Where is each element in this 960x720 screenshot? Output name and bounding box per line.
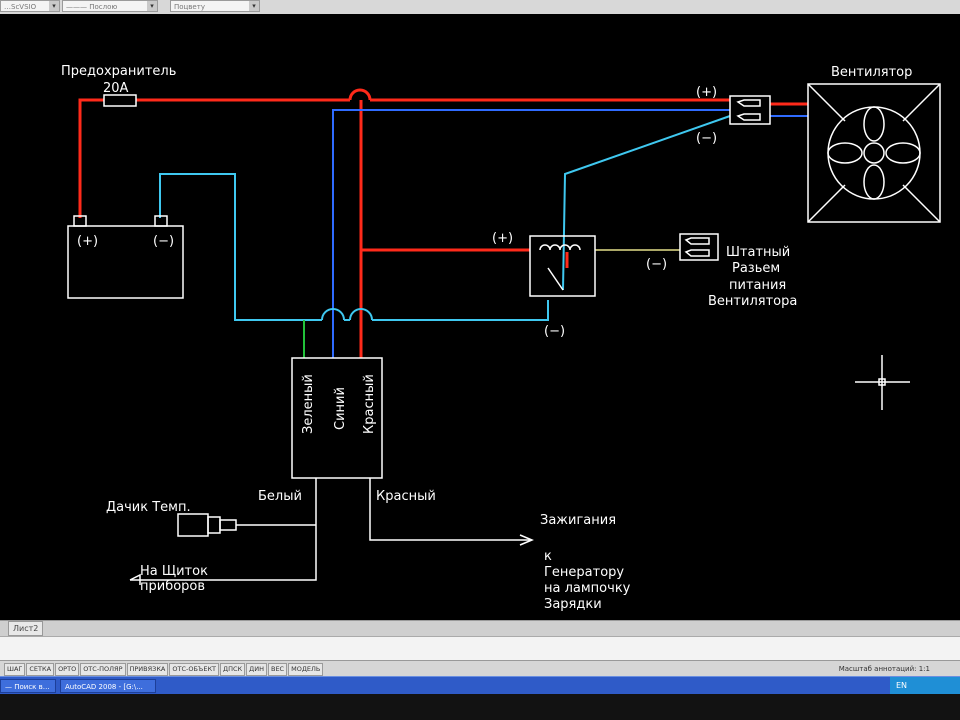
- module-wire-green-label: Зеленый: [301, 374, 316, 434]
- dashboard-label-2: приборов: [140, 579, 205, 594]
- fuse-rating: 20A: [103, 81, 129, 96]
- tab-layout2[interactable]: Лист2: [8, 621, 44, 636]
- color-dropdown-value: …ScVSIO: [4, 3, 37, 11]
- command-line[interactable]: [0, 636, 960, 661]
- generator-label-4: Зарядки: [544, 597, 602, 612]
- taskbar: — Поиск в… AutoCAD 2008 - [G:\... EN: [0, 676, 960, 695]
- system-tray-language[interactable]: EN: [890, 677, 960, 695]
- linetype-dropdown-value: ——— Послою: [66, 3, 118, 11]
- lineweight-dropdown-value: Поцвету: [174, 3, 205, 11]
- relay-ground-label: (−): [544, 324, 565, 339]
- generator-label-3: на лампочку: [544, 581, 631, 596]
- generator-label-2: Генератору: [544, 565, 624, 580]
- color-dropdown[interactable]: …ScVSIO ▾: [0, 0, 60, 12]
- stock-connector: [679, 233, 719, 261]
- dashboard-label-1: На Щиток: [140, 564, 208, 579]
- ignition-label: Зажигания: [540, 513, 616, 528]
- relay-minus-label: (−): [646, 257, 667, 272]
- wiring-diagram: Предохранитель 20A Вентилятор (+) (−) (+…: [61, 64, 941, 612]
- dyn-toggle[interactable]: ДИН: [246, 663, 267, 676]
- stock-connector-label-3: питания: [729, 278, 786, 293]
- module-wire-blue-label: Синий: [333, 387, 348, 430]
- drawing-canvas[interactable]: Предохранитель 20A Вентилятор (+) (−) (+…: [0, 14, 960, 620]
- status-bar: ШАГ СЕТКА ОРТО ОТС-ПОЛЯР ПРИВЯЗКА ОТС-ОБ…: [0, 660, 960, 677]
- blue-wires: [332, 109, 808, 358]
- relay-symbol: [529, 235, 596, 297]
- fan-connector: [729, 95, 771, 125]
- cyan-wires: [159, 115, 731, 321]
- fan-symbol: [807, 83, 941, 223]
- battery-plus-label: (+): [77, 234, 98, 249]
- model-toggle[interactable]: МОДЕЛЬ: [288, 663, 324, 676]
- lineweight-dropdown[interactable]: Поцвету ▾: [170, 0, 260, 12]
- layout-tabs: Лист2: [0, 620, 960, 637]
- grid-toggle[interactable]: СЕТКА: [26, 663, 55, 676]
- temp-sensor-label: Дачик Темп.: [106, 500, 191, 515]
- module-wire-red-label: Красный: [362, 374, 377, 434]
- stock-connector-label-4: Вентилятора: [708, 294, 797, 309]
- generator-label-1: к: [544, 549, 552, 564]
- taskbar-item-autocad[interactable]: AutoCAD 2008 - [G:\...: [60, 679, 156, 693]
- osnap-toggle[interactable]: ПРИВЯЗКА: [126, 663, 169, 676]
- chevron-down-icon[interactable]: ▾: [49, 1, 59, 11]
- properties-toolbar: …ScVSIO ▾ ——— Послою ▾ Поцвету ▾: [0, 0, 960, 15]
- fuse-label: Предохранитель: [61, 64, 176, 79]
- ortho-toggle[interactable]: ОРТО: [55, 663, 80, 676]
- linetype-dropdown[interactable]: ——— Послою ▾: [62, 0, 158, 12]
- ducs-toggle[interactable]: ДПСК: [220, 663, 246, 676]
- battery-minus-label: (−): [153, 234, 174, 249]
- chevron-down-icon[interactable]: ▾: [249, 1, 259, 11]
- connector-plus-label: (+): [696, 85, 717, 100]
- taskbar-item-search[interactable]: — Поиск в…: [0, 679, 56, 693]
- stock-connector-label-1: Штатный: [726, 245, 790, 260]
- relay-plus-label: (+): [492, 231, 513, 246]
- fuse-symbol: [103, 94, 137, 107]
- temperature-sensor: [177, 513, 237, 537]
- stock-connector-label-2: Разьем: [732, 261, 780, 276]
- fan-label: Вентилятор: [831, 65, 912, 80]
- red-output-label: Красный: [376, 489, 436, 504]
- output-wires: [129, 478, 534, 585]
- polar-toggle[interactable]: ОТС-ПОЛЯР: [80, 663, 126, 676]
- otrack-toggle[interactable]: ОТС-ОБЪЕКТ: [169, 663, 220, 676]
- lwt-toggle[interactable]: ВЕС: [267, 663, 288, 676]
- control-module: [291, 357, 383, 479]
- status-toggle-buttons: ШАГ СЕТКА ОРТО ОТС-ПОЛЯР ПРИВЯЗКА ОТС-ОБ…: [4, 663, 324, 676]
- white-wire-label: Белый: [258, 489, 302, 504]
- battery-symbol: [67, 215, 184, 299]
- snap-toggle[interactable]: ШАГ: [4, 663, 26, 676]
- cad-crosshair-icon: [855, 355, 910, 410]
- red-wires: [78, 88, 808, 358]
- annotation-scale[interactable]: Масштаб аннотаций: 1:1: [838, 665, 930, 673]
- connector-minus-label: (−): [696, 131, 717, 146]
- monitor-bezel: [0, 694, 960, 720]
- chevron-down-icon[interactable]: ▾: [147, 1, 157, 11]
